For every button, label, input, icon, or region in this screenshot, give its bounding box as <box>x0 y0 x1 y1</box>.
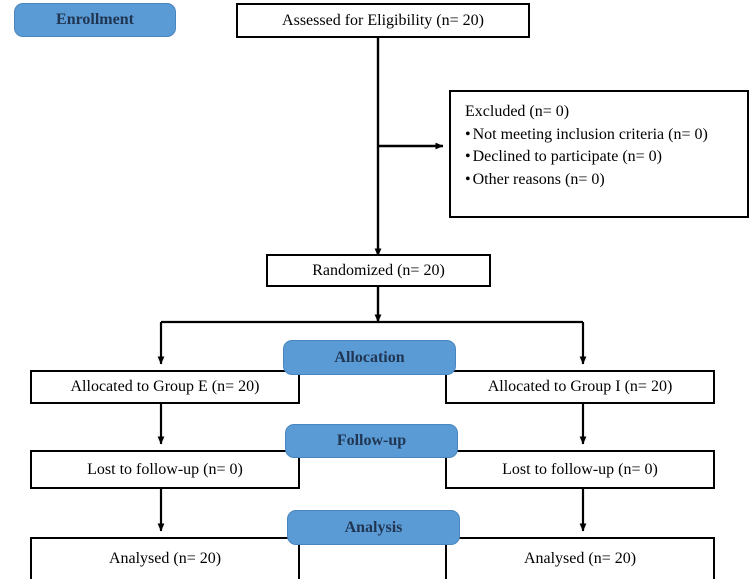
node-randomized-label: Randomized (n= 20) <box>312 261 445 279</box>
stage-badge-enrollment-label: Enrollment <box>56 11 134 28</box>
bullet-icon: • <box>465 125 471 143</box>
node-excluded-reason-1-label: Declined to participate (n= 0) <box>472 148 662 166</box>
bullet-icon: • <box>465 148 471 166</box>
node-analysed-left-label: Analysed (n= 20) <box>108 550 222 567</box>
node-excluded-reason-0-label: Not meeting inclusion criteria (n= 0) <box>472 125 708 143</box>
node-allocated-group-i: Allocated to Group I (n= 20) <box>445 370 715 404</box>
node-allocated-group-i-label: Allocated to Group I (n= 20) <box>487 378 673 395</box>
node-assessed-label: Assessed for Eligibility (n= 20) <box>282 11 484 29</box>
stage-badge-followup-label: Follow-up <box>336 432 407 449</box>
node-excluded-heading: Excluded (n= 0) <box>465 103 570 120</box>
stage-badge-allocation-label: Allocation <box>334 348 405 366</box>
node-randomized: Randomized (n= 20) <box>266 254 491 287</box>
node-excluded: Excluded (n= 0) •Not meeting inclusion c… <box>449 90 749 218</box>
node-analysed-right-label: Analysed (n= 20) <box>523 550 637 567</box>
node-excluded-reason-1: •Declined to participate (n= 0) <box>465 146 662 169</box>
node-lost-to-followup-left: Lost to follow-up (n= 0) <box>30 450 300 489</box>
stage-badge-allocation: Allocation <box>283 340 456 375</box>
node-analysed-left: Analysed (n= 20) <box>30 537 300 579</box>
stage-badge-analysis-label: Analysis <box>344 518 403 536</box>
node-analysed-right: Analysed (n= 20) <box>445 537 715 579</box>
node-allocated-group-e-label: Allocated to Group E (n= 20) <box>70 378 260 395</box>
node-lost-to-followup-right-label: Lost to follow-up (n= 0) <box>502 460 658 478</box>
stage-badge-analysis: Analysis <box>287 510 460 545</box>
node-excluded-reason-2: •Other reasons (n= 0) <box>465 169 605 192</box>
node-allocated-group-e: Allocated to Group E (n= 20) <box>30 370 300 404</box>
node-lost-to-followup-right: Lost to follow-up (n= 0) <box>445 450 715 489</box>
node-lost-to-followup-left-label: Lost to follow-up (n= 0) <box>87 460 243 478</box>
node-excluded-reason-2-label: Other reasons (n= 0) <box>472 171 605 189</box>
stage-badge-enrollment: Enrollment <box>14 3 176 37</box>
stage-badge-followup: Follow-up <box>285 424 458 458</box>
node-assessed-for-eligibility: Assessed for Eligibility (n= 20) <box>236 3 530 38</box>
node-excluded-reason-0: •Not meeting inclusion criteria (n= 0) <box>465 124 708 147</box>
bullet-icon: • <box>465 171 471 189</box>
